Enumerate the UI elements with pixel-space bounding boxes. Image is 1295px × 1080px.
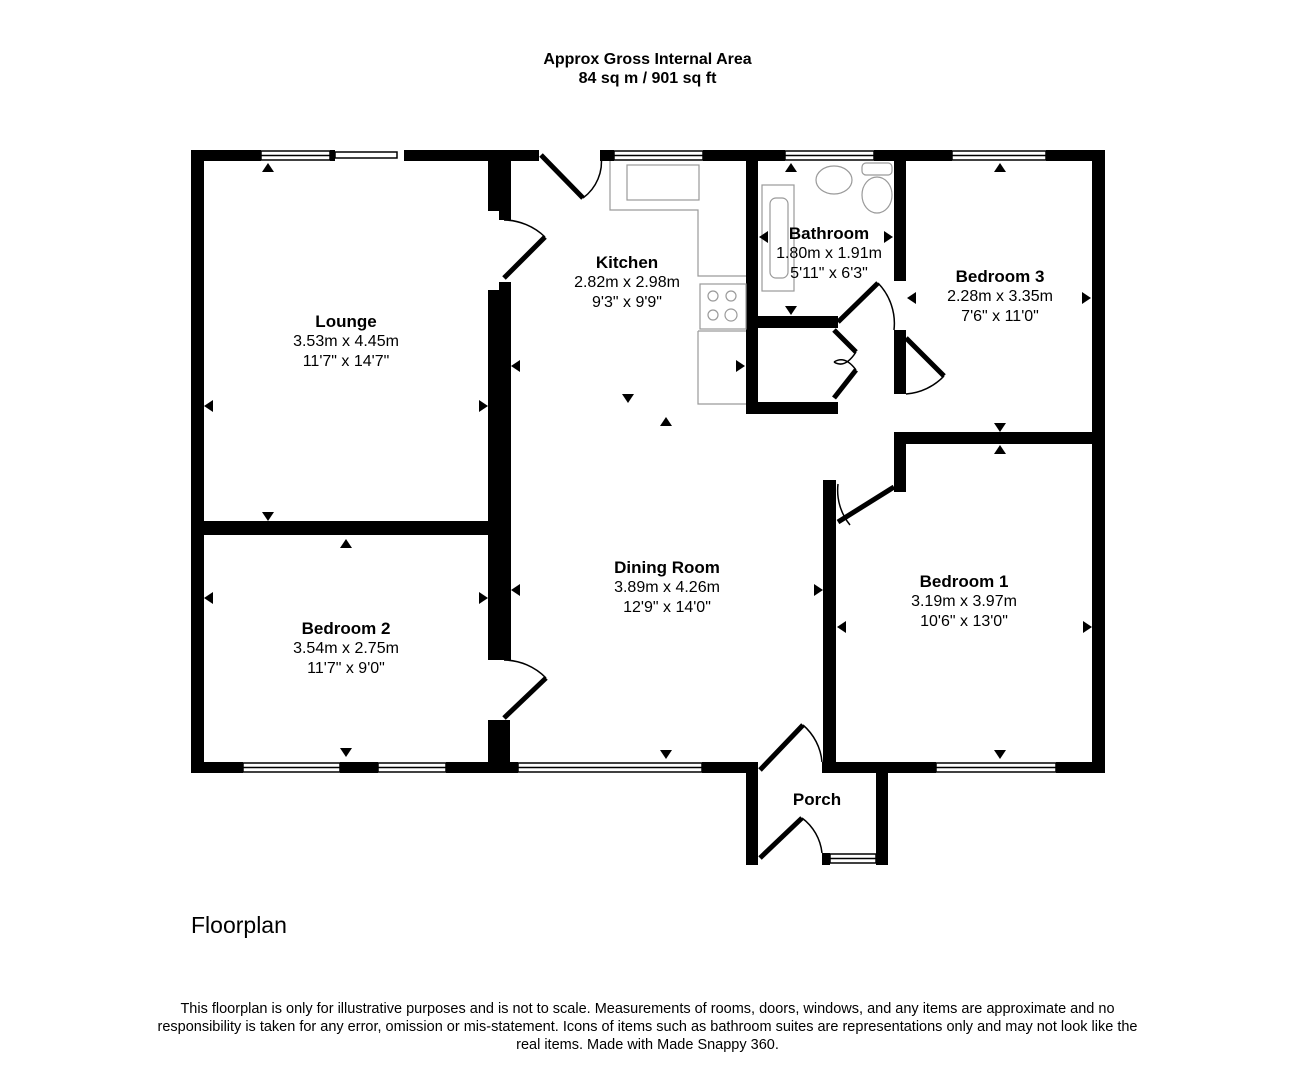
doors	[502, 153, 946, 860]
fixtures	[609, 161, 893, 405]
room-imperial: 11'7" x 14'7"	[302, 353, 390, 370]
gross-internal-area: Approx Gross Internal Area 84 sq m / 901…	[0, 50, 1295, 88]
room-bedroom-1: Bedroom 1 3.19m x 3.97m 10'6" x 13'0"	[911, 572, 1017, 632]
room-name: Bedroom 3	[955, 267, 1045, 286]
room-lounge: Lounge 3.53m x 4.45m 11'7" x 14'7"	[293, 312, 399, 372]
room-name: Bedroom 2	[301, 619, 391, 638]
windows	[242, 150, 1057, 864]
room-metric: 1.80m x 1.91m	[776, 245, 882, 262]
room-metric: 2.82m x 2.98m	[574, 274, 680, 291]
room-imperial: 7'6" x 11'0"	[961, 308, 1039, 325]
disclaimer-text: This floorplan is only for illustrative …	[157, 1001, 1138, 1053]
walls	[191, 150, 1105, 865]
room-name: Bathroom	[788, 224, 870, 243]
room-imperial: 10'6" x 13'0"	[920, 613, 1008, 630]
room-metric: 3.89m x 4.26m	[614, 579, 720, 596]
room-name: Kitchen	[595, 253, 659, 272]
room-dining-room: Dining Room 3.89m x 4.26m 12'9" x 14'0"	[614, 558, 720, 618]
room-bathroom: Bathroom 1.80m x 1.91m 5'11" x 6'3"	[776, 224, 882, 284]
room-bedroom-3: Bedroom 3 2.28m x 3.35m 7'6" x 11'0"	[947, 267, 1053, 327]
room-name: Dining Room	[614, 558, 720, 577]
room-metric: 3.53m x 4.45m	[293, 333, 399, 350]
area-title-line: Approx Gross Internal Area	[543, 51, 752, 68]
room-imperial: 12'9" x 14'0"	[623, 599, 711, 616]
room-name: Bedroom 1	[919, 572, 1009, 591]
room-metric: 2.28m x 3.35m	[947, 288, 1053, 305]
room-name: Porch	[792, 790, 842, 809]
room-imperial: 11'7" x 9'0"	[307, 660, 385, 677]
room-metric: 3.54m x 2.75m	[293, 640, 399, 657]
dimension-arrows	[204, 163, 1092, 759]
room-metric: 3.19m x 3.97m	[911, 593, 1017, 610]
plan-caption: Floorplan	[191, 912, 287, 938]
room-kitchen: Kitchen 2.82m x 2.98m 9'3" x 9'9"	[574, 253, 680, 313]
room-imperial: 9'3" x 9'9"	[592, 294, 662, 311]
room-bedroom-2: Bedroom 2 3.54m x 2.75m 11'7" x 9'0"	[293, 619, 399, 679]
area-value-line: 84 sq m / 901 sq ft	[578, 70, 717, 87]
room-porch: Porch	[793, 790, 841, 810]
room-name: Lounge	[315, 312, 377, 331]
room-imperial: 5'11" x 6'3"	[790, 265, 868, 282]
